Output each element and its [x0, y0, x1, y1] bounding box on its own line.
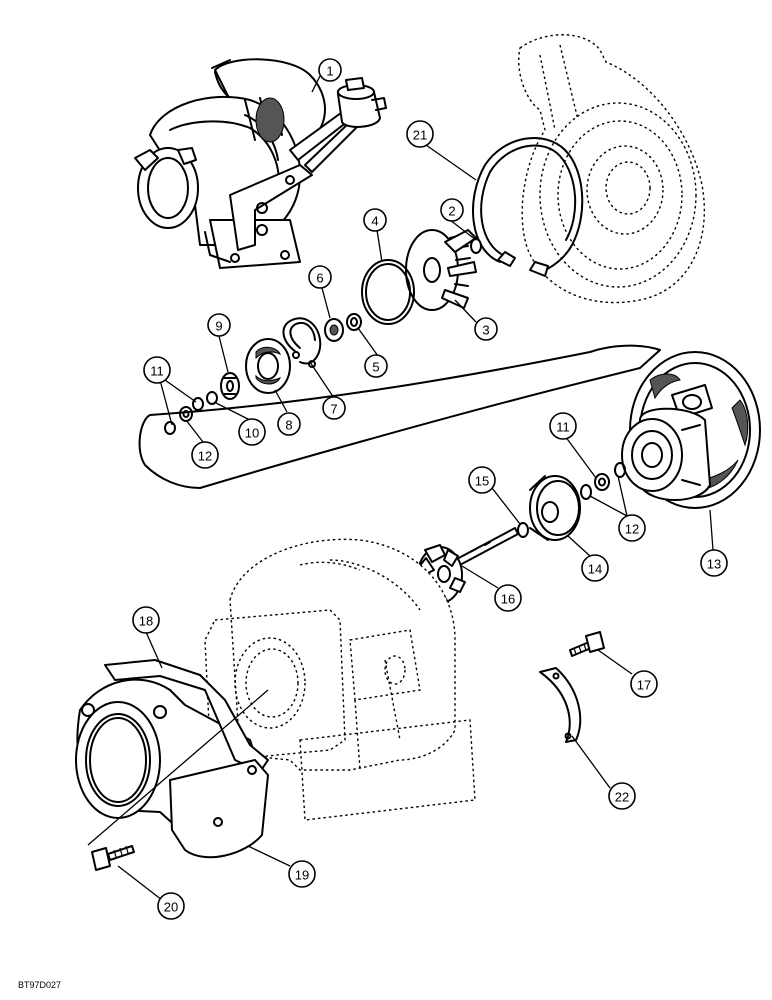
callout-6: 6 — [308, 265, 332, 289]
svg-text:16: 16 — [501, 592, 515, 607]
svg-text:22: 22 — [615, 790, 629, 805]
callout-11-left: 12 — [191, 441, 219, 469]
bearing-housing-13 — [621, 351, 761, 509]
figure-code: BT97D027 — [18, 980, 61, 990]
compressor-wheel-3 — [405, 229, 482, 311]
callout-11-right: 11 — [549, 412, 577, 440]
grouping-outline — [138, 344, 661, 489]
svg-text:20: 20 — [164, 900, 178, 915]
svg-text:1: 1 — [326, 64, 333, 79]
callout-16: 16 — [494, 584, 522, 612]
svg-text:18: 18 — [139, 614, 153, 629]
callout-5: 5 — [364, 354, 388, 378]
callout-13: 13 — [700, 549, 728, 577]
callout-18: 18 — [132, 606, 160, 634]
bolt-20 — [91, 845, 135, 871]
svg-text:12: 12 — [198, 449, 212, 464]
svg-text:8: 8 — [285, 418, 292, 433]
callout-15: 15 — [468, 466, 496, 494]
svg-text:4: 4 — [371, 214, 378, 229]
callout-14: 14 — [581, 554, 609, 582]
svg-text:9: 9 — [215, 319, 222, 334]
turbine-housing-phantom — [204, 538, 476, 821]
ring-5 — [346, 313, 362, 331]
svg-text:11: 11 — [150, 364, 164, 379]
leader-lines — [87, 75, 714, 901]
bolt-17 — [569, 631, 605, 657]
o-ring-4 — [361, 259, 415, 325]
svg-text:12: 12 — [625, 522, 639, 537]
compressor-housing-phantom — [518, 34, 706, 304]
svg-text:14: 14 — [588, 562, 602, 577]
turbocharger-assembly — [134, 58, 387, 269]
callout-9: 9 — [207, 313, 231, 337]
thrust-collar-9 — [220, 372, 240, 400]
svg-text:7: 7 — [330, 402, 337, 417]
callout-12-right: 12 — [618, 514, 646, 542]
callout-7: 7 — [322, 396, 346, 420]
small-rings-left — [164, 391, 218, 435]
svg-text:19: 19 — [295, 868, 309, 883]
thrust-bearing-8 — [245, 338, 291, 394]
gasket-19 — [169, 759, 269, 859]
callout-19: 19 — [288, 860, 316, 888]
snap-ring-21 — [472, 137, 584, 277]
callout-2: 2 — [440, 198, 464, 222]
callout-22: 22 — [608, 782, 636, 810]
retaining-ring-7 — [282, 317, 322, 368]
heat-shield-14 — [529, 475, 581, 541]
svg-text:2: 2 — [448, 204, 455, 219]
callout-21: 21 — [406, 120, 434, 148]
seal-ring-15 — [517, 522, 529, 538]
callout-12-left: 11 — [143, 356, 171, 384]
clamp-segment-22 — [539, 667, 582, 743]
svg-text:13: 13 — [707, 557, 721, 572]
callout-3: 3 — [474, 317, 498, 341]
svg-text:15: 15 — [475, 474, 489, 489]
svg-text:6: 6 — [316, 271, 323, 286]
callout-4: 4 — [363, 208, 387, 232]
svg-text:10: 10 — [245, 426, 259, 441]
svg-text:17: 17 — [637, 678, 651, 693]
callout-1: 1 — [318, 58, 342, 82]
callout-10: 10 — [238, 418, 266, 446]
svg-text:5: 5 — [372, 360, 379, 375]
callout-8: 8 — [277, 412, 301, 436]
svg-text:21: 21 — [413, 128, 427, 143]
svg-text:3: 3 — [482, 323, 489, 338]
collar-6 — [324, 318, 344, 342]
callout-20: 20 — [157, 892, 185, 920]
callout-17: 17 — [630, 670, 658, 698]
svg-text:11: 11 — [556, 420, 570, 435]
small-rings-right — [580, 462, 626, 500]
